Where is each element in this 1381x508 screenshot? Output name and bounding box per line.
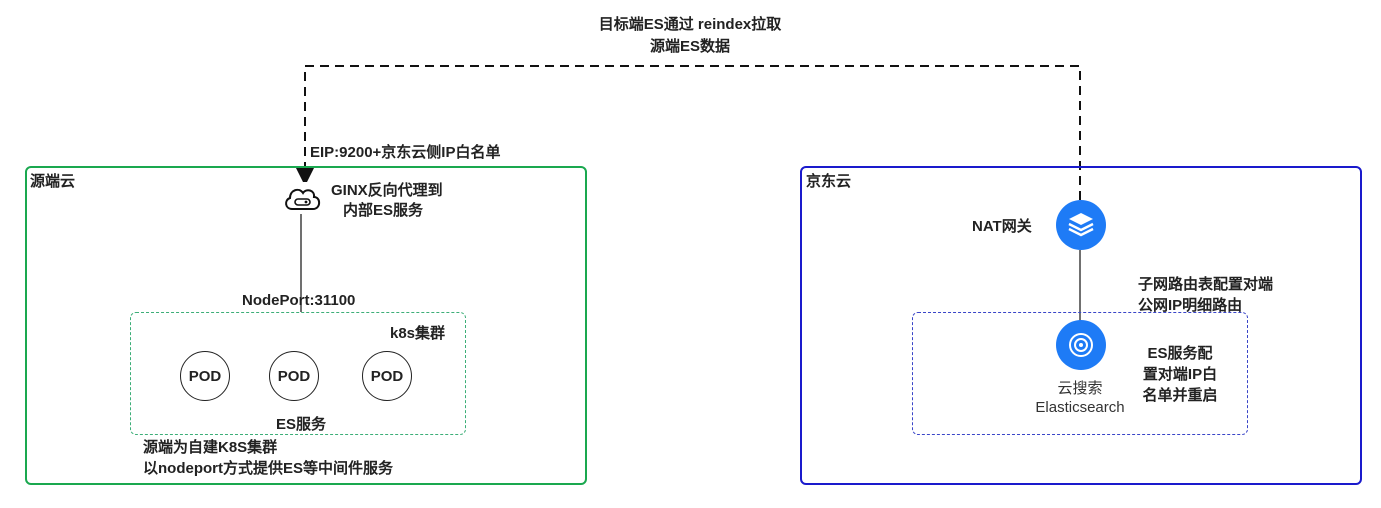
es-config-note-line3: 名单并重启 bbox=[1142, 387, 1218, 404]
route-note: 子网路由表配置对端 公网IP明细路由 bbox=[1138, 274, 1273, 316]
reindex-annotation: 目标端ES通过 reindex拉取 源端ES数据 bbox=[560, 14, 820, 58]
cloud-gateway-icon bbox=[282, 182, 322, 214]
eip-label: EIP:9200+京东云侧IP白名单 bbox=[310, 144, 501, 161]
source-cloud-title: 源端云 bbox=[30, 173, 76, 190]
es-config-note-line1: ES服务配 bbox=[1147, 345, 1213, 362]
ginx-label-line2: 内部ES服务 bbox=[343, 202, 424, 219]
cloud-search-label-line2: Elasticsearch bbox=[1035, 399, 1125, 416]
cloud-search-label-line1: 云搜索 bbox=[1057, 380, 1103, 397]
route-note-line2: 公网IP明细路由 bbox=[1138, 297, 1243, 314]
cloud-search-label: 云搜索 Elasticsearch bbox=[1025, 379, 1135, 417]
jd-cloud-container bbox=[800, 166, 1362, 485]
jd-cloud-title: 京东云 bbox=[806, 173, 852, 190]
reindex-dashed-path bbox=[295, 65, 1081, 200]
source-note-line1: 源端为自建K8S集群 bbox=[143, 439, 278, 456]
es-service-container bbox=[912, 312, 1248, 435]
source-note: 源端为自建K8S集群 以nodeport方式提供ES等中间件服务 bbox=[143, 437, 393, 479]
ginx-label-line1: GINX反向代理到 bbox=[331, 182, 443, 199]
nodeport-label: NodePort:31100 bbox=[242, 292, 356, 309]
nat-gateway-icon bbox=[1056, 200, 1106, 250]
nat-label: NAT网关 bbox=[972, 218, 1032, 235]
source-note-line2: 以nodeport方式提供ES等中间件服务 bbox=[143, 460, 393, 477]
pod-2: POD bbox=[269, 351, 319, 401]
route-note-line1: 子网路由表配置对端 bbox=[1138, 276, 1274, 293]
pod-1: POD bbox=[180, 351, 230, 401]
cloud-search-icon bbox=[1056, 320, 1106, 370]
k8s-cluster-container bbox=[130, 312, 466, 435]
es-service-label: ES服务 bbox=[276, 416, 327, 433]
es-config-note-line2: 置对端IP白 bbox=[1142, 366, 1218, 383]
es-config-note: ES服务配 置对端IP白 名单并重启 bbox=[1125, 343, 1235, 406]
source-cloud-container bbox=[25, 166, 587, 485]
pod-3: POD bbox=[362, 351, 412, 401]
reindex-annotation-line1: 目标端ES通过 reindex拉取 bbox=[598, 16, 782, 33]
k8s-cluster-title: k8s集群 bbox=[390, 325, 446, 342]
reindex-annotation-line2: 源端ES数据 bbox=[649, 38, 730, 55]
ginx-label: GINX反向代理到 内部ES服务 bbox=[331, 181, 443, 221]
